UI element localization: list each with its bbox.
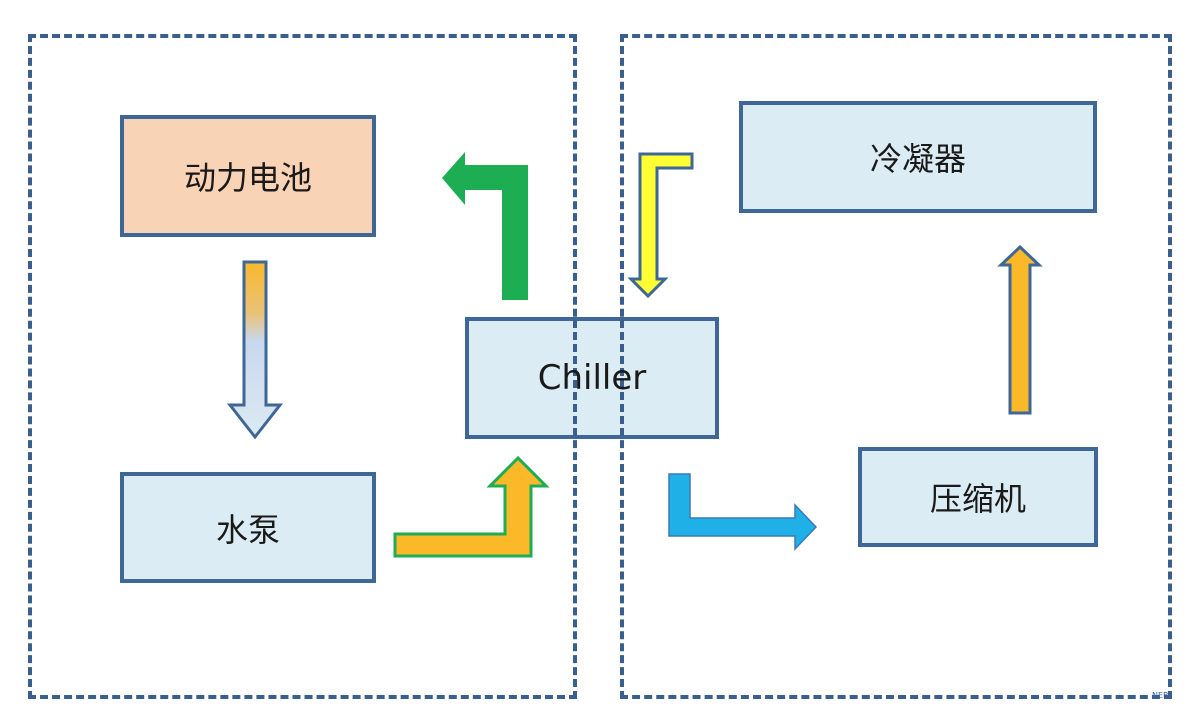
right-region-divider — [620, 320, 624, 436]
compressor-label: 压缩机 — [929, 480, 1026, 518]
battery-node: 动力电池 — [120, 115, 376, 237]
condenser-label: 冷凝器 — [869, 140, 966, 178]
pump-node: 水泵 — [120, 472, 376, 583]
condenser-node: 冷凝器 — [739, 101, 1097, 213]
pump-label: 水泵 — [215, 510, 280, 549]
left-region-divider — [573, 320, 577, 436]
chiller-label: Chiller — [537, 358, 647, 398]
watermark: NEB — [1152, 691, 1169, 700]
compressor-node: 压缩机 — [858, 447, 1098, 547]
battery-label: 动力电池 — [183, 159, 312, 197]
chiller-node: Chiller — [465, 317, 719, 439]
